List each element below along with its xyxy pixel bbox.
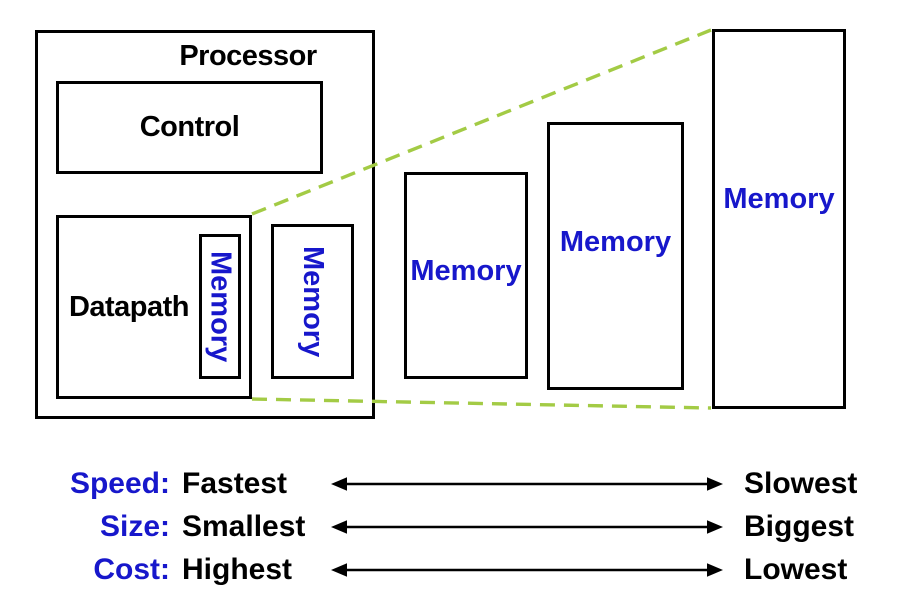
cost-attribute-label: Cost:	[93, 553, 170, 586]
legend-row-cost: Cost: Highest	[28, 552, 292, 588]
control-box: Control	[56, 81, 323, 174]
size-left-value: Smallest	[182, 510, 306, 543]
memory-box-register-level: Memory	[199, 234, 241, 379]
memory-box-level-3: Memory	[404, 172, 528, 379]
processor-box: Processor Control Datapath Memory Memory	[35, 30, 375, 419]
control-label: Control	[139, 111, 240, 143]
speed-attribute-label: Speed:	[69, 467, 170, 500]
memory-label: Memory	[559, 225, 672, 258]
datapath-box: Datapath Memory	[56, 215, 252, 399]
cost-arrow	[331, 563, 723, 577]
legend-row-speed: Speed: Fastest	[28, 466, 287, 502]
size-attribute-label: Size:	[99, 510, 170, 543]
memory-box-level-4: Memory	[547, 122, 684, 390]
cost-left-value: Highest	[182, 553, 293, 586]
datapath-label: Datapath	[68, 290, 190, 323]
processor-label: Processor	[179, 40, 317, 72]
speed-arrow	[331, 477, 723, 491]
memory-label: Memory	[410, 255, 522, 287]
memory-label: Memory	[204, 250, 237, 363]
cost-right-value: Lowest	[744, 553, 848, 586]
speed-left-value: Fastest	[182, 467, 288, 500]
memory-label: Memory	[297, 245, 329, 358]
memory-label: Memory	[723, 182, 835, 215]
speed-right-value: Slowest	[744, 467, 858, 500]
legend-row-size: Size: Smallest	[28, 509, 305, 545]
size-right-value: Biggest	[744, 510, 855, 543]
memory-box-level-5-largest: Memory	[712, 29, 846, 409]
memory-box-cache-level: Memory	[271, 224, 354, 379]
size-arrow	[331, 520, 723, 534]
